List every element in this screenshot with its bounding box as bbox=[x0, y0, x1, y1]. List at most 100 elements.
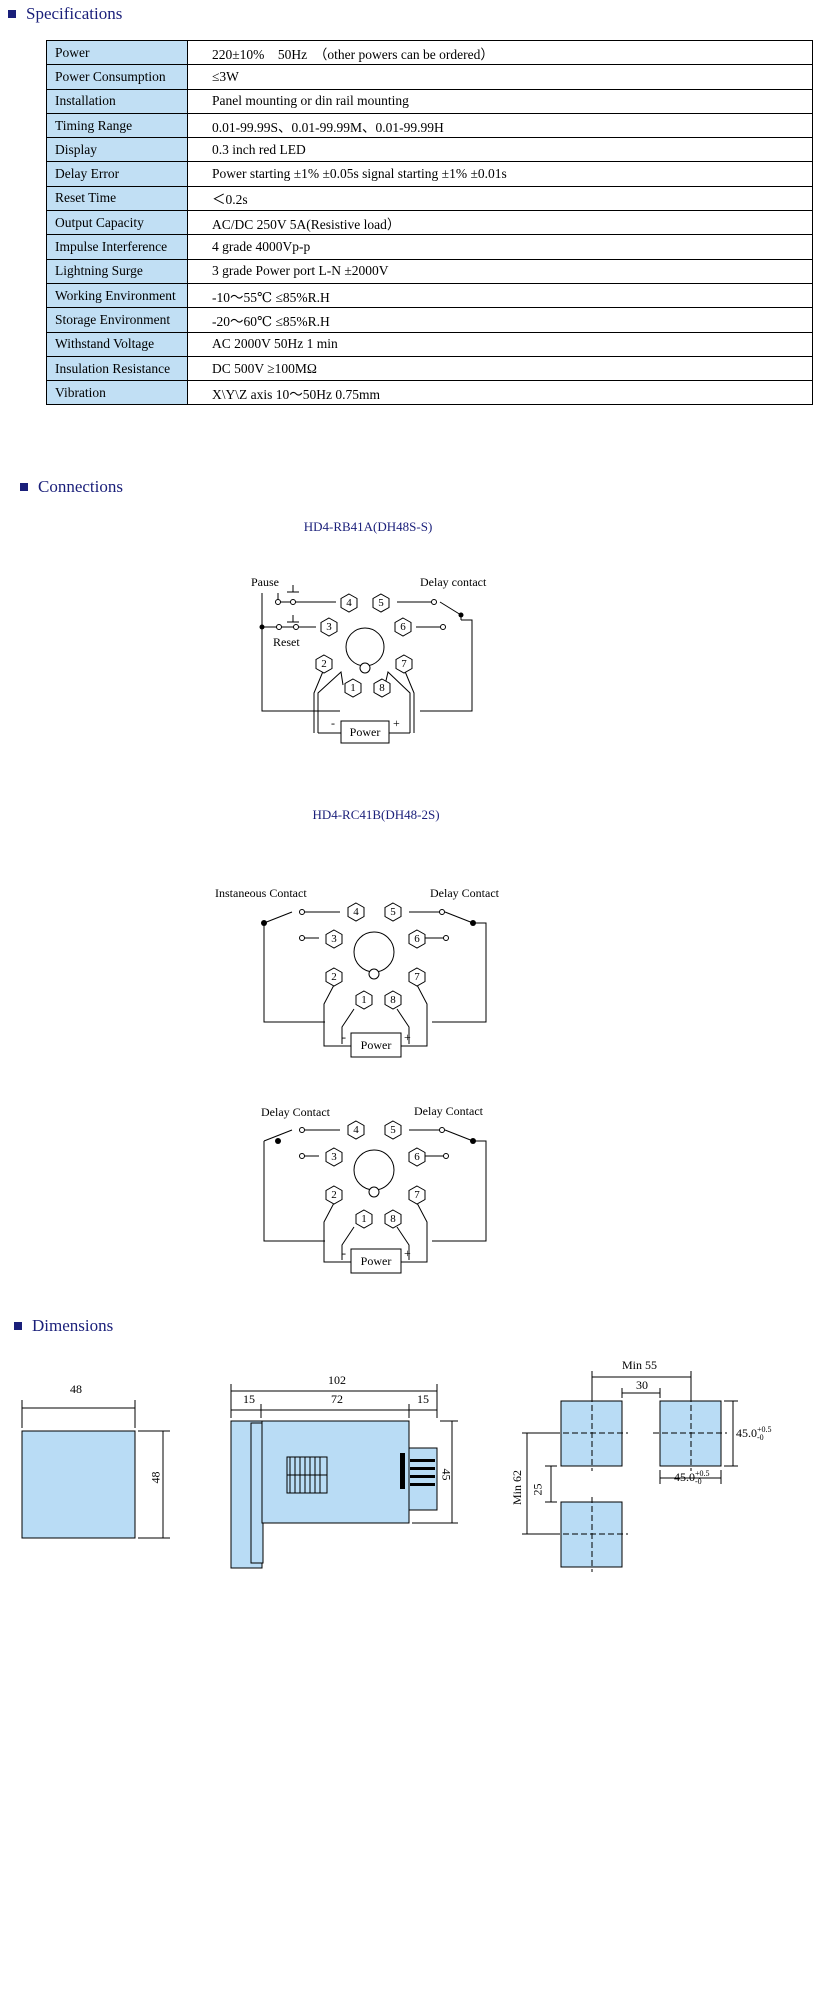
spec-row: Reset Time＜0.2s bbox=[46, 185, 813, 212]
pin-number: 3 bbox=[331, 933, 337, 945]
pin-number: 4 bbox=[353, 906, 359, 918]
bullet-square-icon bbox=[14, 1322, 22, 1330]
terminal-pin-3: 3 bbox=[324, 1147, 344, 1167]
spec-value: -20～60℃ ≤85%R.H bbox=[187, 307, 813, 333]
tolerance-plus: +0.5 bbox=[757, 1425, 772, 1435]
spec-value: 0.3 inch red LED bbox=[187, 137, 813, 163]
spec-value: Power starting ±1% ±0.05s signal startin… bbox=[187, 161, 813, 187]
dimensions-heading: Dimensions bbox=[14, 1316, 113, 1336]
pin-number: 1 bbox=[350, 682, 356, 694]
plus-sign-2: + bbox=[404, 1030, 411, 1044]
tolerance-minus: -0 bbox=[757, 1433, 764, 1443]
terminal-pin-3: 3 bbox=[319, 617, 339, 637]
spec-label: Display bbox=[46, 137, 188, 163]
connections-heading: Connections bbox=[20, 477, 123, 497]
pin-number: 5 bbox=[390, 1124, 396, 1136]
reset-label: Reset bbox=[273, 635, 300, 649]
side-total-label: 102 bbox=[328, 1373, 346, 1387]
pin-number: 8 bbox=[390, 994, 396, 1006]
spec-label: Installation bbox=[46, 88, 188, 114]
spec-label: Timing Range bbox=[46, 112, 188, 139]
terminal-pin-8: 8 bbox=[372, 678, 392, 698]
terminal-pin-7: 7 bbox=[394, 654, 414, 674]
pin-number: 5 bbox=[378, 597, 384, 609]
pin-number: 5 bbox=[390, 906, 396, 918]
spec-label: Output Capacity bbox=[46, 210, 188, 236]
cutout-width-value: 45.0 bbox=[674, 1470, 695, 1484]
terminal-pin-2: 2 bbox=[324, 1185, 344, 1205]
terminal-pin-6: 6 bbox=[393, 617, 413, 637]
spec-value: 4 grade 4000Vp-p bbox=[187, 234, 813, 260]
terminal-pin-8: 8 bbox=[383, 990, 403, 1010]
minus-sign-3: - bbox=[342, 1246, 346, 1260]
cutout-min62-label: Min 62 bbox=[510, 1469, 525, 1506]
pin-number: 1 bbox=[361, 1213, 367, 1225]
terminal-pin-7: 7 bbox=[407, 1185, 427, 1205]
pin-number: 6 bbox=[414, 933, 420, 945]
spec-value: X\Y\Z axis 10～50Hz 0.75mm bbox=[187, 380, 813, 406]
terminal-pin-1: 1 bbox=[354, 1209, 374, 1229]
minus-sign-2: - bbox=[342, 1030, 346, 1044]
spec-row: Storage Environment-20～60℃ ≤85%R.H bbox=[46, 307, 813, 333]
delay-contact-label: Delay contact bbox=[420, 575, 487, 589]
spec-value: 3 grade Power port L-N ±2000V bbox=[187, 258, 813, 284]
pin-number: 7 bbox=[414, 971, 420, 983]
pin-number: 6 bbox=[414, 1151, 420, 1163]
pin-number: 4 bbox=[346, 597, 352, 609]
terminal-pin-2: 2 bbox=[314, 654, 334, 674]
pin-number: 2 bbox=[331, 1189, 337, 1201]
bullet-square-icon bbox=[8, 10, 16, 18]
dimension-drawings bbox=[21, 1371, 738, 1572]
terminal-pin-7: 7 bbox=[407, 967, 427, 987]
spec-label: Impulse Interference bbox=[46, 234, 188, 260]
spec-value: 0.01-99.99S、0.01-99.99M、0.01-99.99H bbox=[187, 112, 813, 139]
pin-number: 3 bbox=[326, 621, 332, 633]
front-width-label: 48 bbox=[70, 1382, 82, 1396]
spec-value: AC/DC 250V 5A(Resistive load） bbox=[187, 210, 813, 236]
wiring-diagram-2 bbox=[261, 909, 487, 1274]
bullet-square-icon bbox=[20, 483, 28, 491]
terminal-pin-4: 4 bbox=[346, 902, 366, 922]
terminal-pin-5: 5 bbox=[371, 593, 391, 613]
spec-label: Reset Time bbox=[46, 185, 188, 212]
specifications-title: Specifications bbox=[26, 4, 123, 23]
pin-number: 2 bbox=[331, 971, 337, 983]
delay-contact-label-2: Delay Contact bbox=[430, 886, 499, 900]
pin-number: 2 bbox=[321, 658, 327, 670]
cutout-width-label: 45.0+0.5-0 bbox=[674, 1470, 710, 1486]
terminal-pin-1: 1 bbox=[343, 678, 363, 698]
terminal-pin-4: 4 bbox=[339, 593, 359, 613]
terminal-pin-2: 2 bbox=[324, 967, 344, 987]
diagram2-caption: HD4-RC41B(DH48-2S) bbox=[312, 807, 440, 822]
pin-number: 3 bbox=[331, 1151, 337, 1163]
tolerance-minus: -0 bbox=[695, 1477, 702, 1487]
cutout-min55-label: Min 55 bbox=[622, 1358, 658, 1372]
specifications-heading: Specifications bbox=[8, 4, 122, 24]
pin-number: 8 bbox=[379, 682, 385, 694]
minus-sign: - bbox=[331, 716, 335, 730]
spec-value: AC 2000V 50Hz 1 min bbox=[187, 331, 813, 357]
pin-number: 4 bbox=[353, 1124, 359, 1136]
side-right-label: 15 bbox=[417, 1392, 429, 1406]
spec-value: -10～55℃ ≤85%R.H bbox=[187, 282, 813, 309]
power-label-2: Power bbox=[360, 1038, 392, 1052]
cutout-gap30-label: 30 bbox=[636, 1378, 648, 1392]
diagram1-caption: HD4-RB41A(DH48S-S) bbox=[303, 519, 433, 534]
spec-label: Working Environment bbox=[46, 282, 188, 309]
spec-value: ≤3W bbox=[187, 64, 813, 90]
wiring-diagram-1 bbox=[259, 585, 473, 744]
connections-title: Connections bbox=[38, 477, 123, 496]
spec-row: Power Consumption≤3W bbox=[46, 64, 813, 90]
spec-label: Power Consumption bbox=[46, 64, 188, 90]
spec-label: Withstand Voltage bbox=[46, 331, 188, 357]
terminal-pin-8: 8 bbox=[383, 1209, 403, 1229]
plus-sign-3: + bbox=[404, 1246, 411, 1260]
